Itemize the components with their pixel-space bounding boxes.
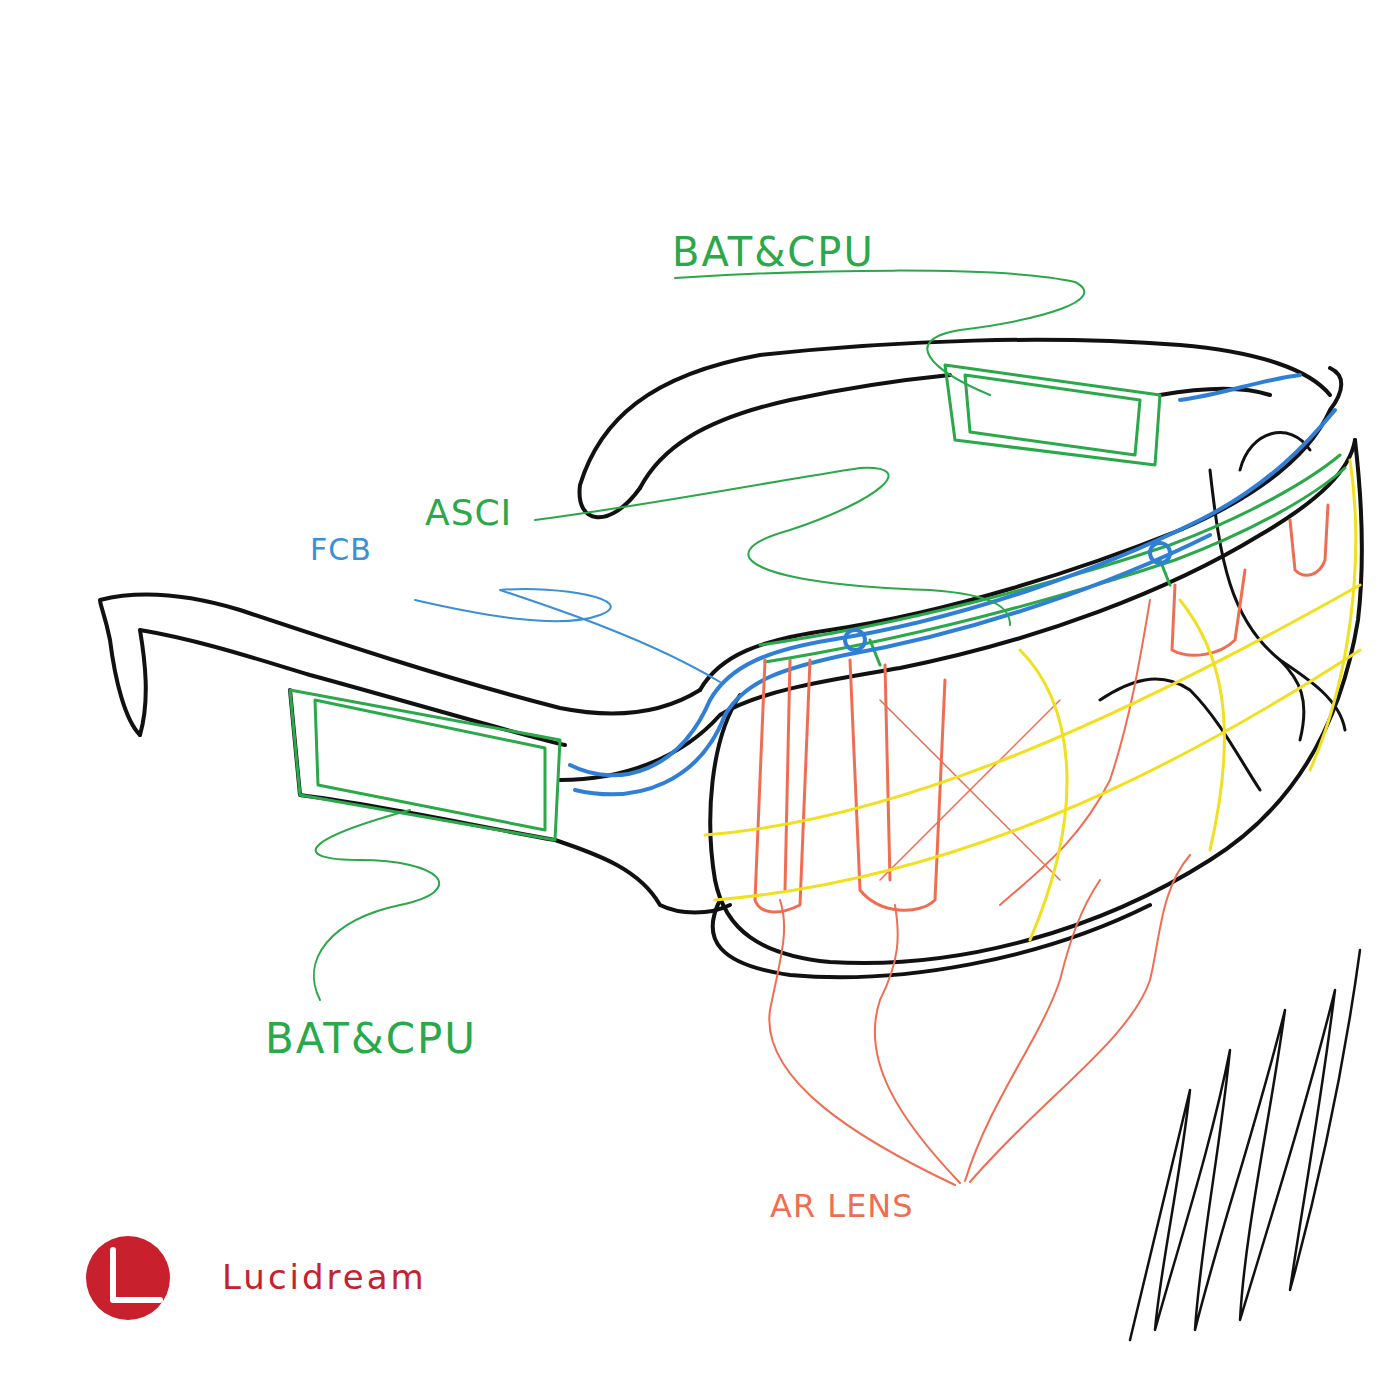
part-label: FCB [310, 535, 372, 565]
logo-mark [113, 1250, 160, 1300]
part-label: BAT&CPU [672, 232, 875, 272]
part-label: BAT&CPU [265, 1018, 477, 1060]
part-label: ASCI [425, 495, 512, 531]
part-label: AR LENS [770, 1190, 914, 1222]
brand-wordmark: Lucidream [222, 1260, 427, 1294]
logo-circle [86, 1236, 170, 1320]
